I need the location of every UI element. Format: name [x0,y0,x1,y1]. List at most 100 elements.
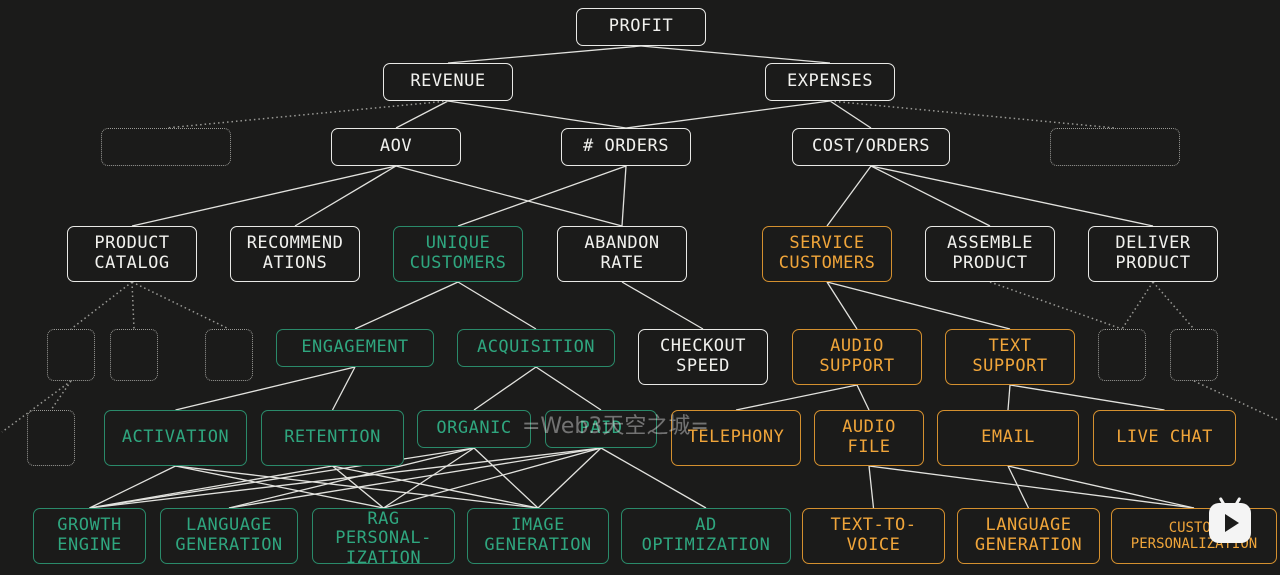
connector-line [395,165,623,227]
node-deliver-product: DELIVER PRODUCT [1088,226,1218,282]
connector-line [1009,384,1165,411]
connector-line [826,281,1011,330]
connector-line [354,281,459,330]
node-checkout-speed: CHECKOUT SPEED [638,329,768,385]
placeholder-node [205,329,253,381]
node-language-generation: LANGUAGE GENERATION [957,508,1100,564]
connector-line [1007,465,1030,509]
node-orders: # ORDERS [561,128,691,166]
node-text-to-voice: TEXT-TO- VOICE [802,508,945,564]
play-button-icon[interactable] [1209,503,1251,543]
connector-line [131,165,397,227]
node-telephony: TELEPHONY [671,410,801,466]
node-expenses: EXPENSES [765,63,895,101]
placeholder-node [27,410,75,466]
dotted-connector [829,100,1116,129]
connector-line [868,465,875,509]
node-engagement: ENGAGEMENT [276,329,434,367]
connector-line [625,100,831,129]
node-cost-orders: COST/ORDERS [792,128,950,166]
connector-line [537,447,602,509]
connector-line [735,384,858,411]
dotted-connector [70,281,133,330]
connector-line [640,45,831,64]
connector-line [395,100,449,129]
connector-line [228,447,475,509]
connector-line [473,447,539,509]
node-audio-file: AUDIO FILE [814,410,924,466]
dotted-connector [131,281,230,330]
connector-line [868,465,1195,509]
node-unique-customers: UNIQUE CUSTOMERS [393,226,523,282]
node-recommendations: RECOMMEND ATIONS [230,226,360,282]
dotted-connector [1,380,72,433]
connector-line [457,165,627,227]
node-live-chat: LIVE CHAT [1093,410,1236,466]
node-retention: RETENTION [261,410,404,466]
connector-line [331,366,356,411]
connector-line [294,165,397,227]
connector-line [332,465,539,509]
placeholder-node [101,128,231,166]
connector-line [473,366,537,411]
connector-line [856,384,870,411]
node-organic: ORGANIC [417,410,531,448]
connector-line [621,281,704,330]
connector-line [870,165,991,227]
dotted-connector [131,281,135,330]
node-abandon-rate: ABANDON RATE [557,226,687,282]
node-language-generation: LANGUAGE GENERATION [160,508,298,564]
placeholder-node [1170,329,1218,381]
placeholder-node [1050,128,1180,166]
dotted-connector [1152,281,1195,330]
connector-line [826,281,858,330]
node-growth-engine: GROWTH ENGINE [33,508,146,564]
node-activation: ACTIVATION [104,410,247,466]
connector-line [89,447,602,509]
connector-line [600,447,707,509]
connector-line [457,281,537,330]
connector-line [447,100,627,129]
node-rag-personalization: RAG PERSONAL- IZATION [312,508,455,564]
node-product-catalog: PRODUCT CATALOG [67,226,197,282]
node-custom-personalization: CUSTOM PERSONALIZATION [1111,508,1277,564]
node-audio-support: AUDIO SUPPORT [792,329,922,385]
node-email: EMAIL [937,410,1079,466]
connector-line [829,100,872,129]
dotted-connector [989,281,1123,330]
connector-line [535,366,602,411]
connector-line [621,165,627,227]
connector-line [89,465,176,509]
node-revenue: REVENUE [383,63,513,101]
connector-line [447,45,642,64]
dotted-connector [1121,281,1154,330]
node-profit: PROFIT [576,8,706,46]
connector-line [1007,384,1011,411]
connector-line [89,465,333,509]
node-text-support: TEXT SUPPORT [945,329,1075,385]
placeholder-node [110,329,158,381]
connector-line [89,447,475,509]
node-service-customers: SERVICE CUSTOMERS [762,226,892,282]
connector-line [826,165,872,227]
connector-line [175,366,356,411]
connector-line [228,447,602,509]
connector-line [175,465,384,509]
connector-line [1007,465,1195,509]
node-aov: AOV [331,128,461,166]
node-ad-optimization: AD OPTIMIZATION [621,508,791,564]
dotted-connector [50,380,72,411]
connector-line [383,447,602,509]
node-paid: PAID [545,410,657,448]
dotted-connector [165,100,449,129]
dotted-connector [1193,380,1279,421]
connector-line [383,447,475,509]
node-image-generation: IMAGE GENERATION [467,508,609,564]
node-assemble-product: ASSEMBLE PRODUCT [925,226,1055,282]
node-acquisition: ACQUISITION [457,329,615,367]
placeholder-node [1098,329,1146,381]
connector-line [870,165,1154,227]
placeholder-node [47,329,95,381]
